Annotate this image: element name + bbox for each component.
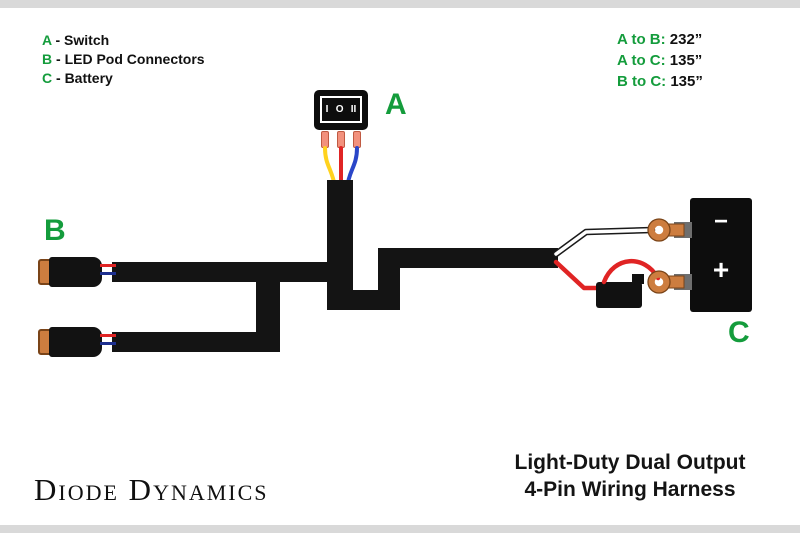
measurement-a-b: A to B: 232” — [617, 29, 703, 50]
red-power-wire — [553, 259, 603, 291]
measurement-key: A to B: — [617, 31, 666, 48]
legend-key: B — [42, 51, 53, 67]
measurement-key: A to C: — [617, 52, 666, 69]
harness-left-upper-branch — [112, 262, 332, 282]
measurement-b-c: B to C: 135” — [617, 71, 703, 92]
legend: A - Switch B - LED Pod Connectors C - Ba… — [42, 31, 205, 88]
legend-item-pods: B - LED Pod Connectors — [42, 50, 205, 69]
ring-terminal-outline — [647, 270, 671, 294]
legend-label: - LED Pod Connectors — [56, 51, 205, 67]
pod-wire-red — [100, 334, 116, 337]
pod-wire-black — [100, 342, 116, 345]
pod-connector-body — [49, 257, 102, 287]
red-fuse-loop-wire — [601, 259, 661, 285]
harness-trunk — [327, 180, 353, 310]
bottom-border — [0, 525, 800, 533]
measurement-value: 135” — [670, 73, 703, 90]
top-border — [0, 0, 800, 8]
product-title-line2: 4-Pin Wiring Harness — [524, 478, 736, 501]
product-title: Light-Duty Dual Output 4-Pin Wiring Harn… — [478, 449, 782, 503]
callout-battery: C — [728, 316, 750, 349]
fuse-holder — [596, 282, 642, 308]
harness-right-upper-run — [378, 248, 558, 268]
pod-connector-body — [49, 327, 102, 357]
product-title-line1: Light-Duty Dual Output — [514, 451, 746, 474]
ring-terminal-outline — [647, 218, 671, 242]
white-wire — [554, 228, 654, 256]
pod-wire-red — [100, 264, 116, 267]
measurements: A to B: 232” A to C: 135” B to C: 135” — [617, 29, 703, 92]
measurement-key: B to C: — [617, 73, 667, 90]
led-pod-connector-top — [38, 257, 102, 287]
battery-block: − + — [690, 198, 752, 312]
harness-left-lower-branch — [112, 332, 280, 352]
ring-terminal-icon — [648, 271, 670, 293]
switch-marking-on1: I — [325, 104, 329, 115]
callout-pod-connectors: B — [44, 214, 66, 247]
legend-item-switch: A - Switch — [42, 31, 205, 50]
callout-switch: A — [385, 88, 407, 121]
battery-positive-label: + — [712, 254, 730, 285]
legend-key: A — [42, 32, 52, 48]
battery-wiring-graphic — [552, 218, 692, 308]
rocker-switch: I O II — [314, 90, 368, 130]
switch-marking-off: O — [335, 104, 344, 115]
fuse-holder-cap — [632, 274, 644, 284]
switch-marking-on2: II — [350, 104, 357, 115]
measurement-value: 232” — [669, 31, 703, 48]
measurement-a-c: A to C: 135” — [617, 50, 703, 71]
pod-wire-black — [100, 272, 116, 275]
led-pod-connector-bottom — [38, 327, 102, 357]
battery-negative-label: − — [713, 208, 728, 235]
brand-logo: Diode Dynamics — [34, 472, 269, 507]
ring-terminal-icon — [648, 219, 670, 241]
measurement-value: 135” — [669, 52, 703, 69]
legend-label: - Switch — [55, 32, 110, 48]
legend-label: - Battery — [56, 70, 113, 86]
switch-face: I O II — [320, 96, 362, 123]
legend-key: C — [42, 70, 53, 86]
legend-item-battery: C - Battery — [42, 69, 205, 88]
